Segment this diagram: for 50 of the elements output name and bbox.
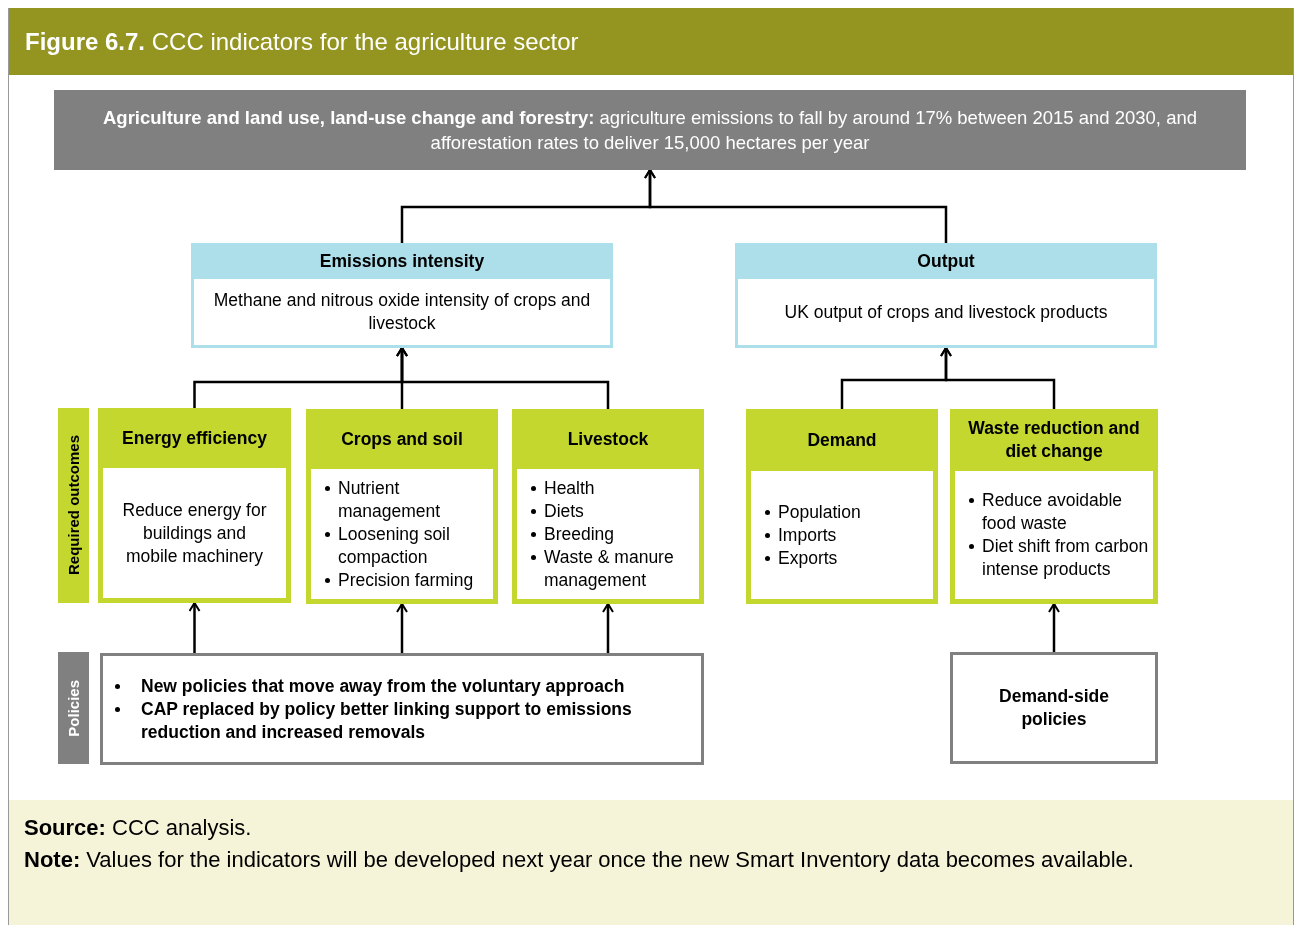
bullet-item: Population: [751, 500, 933, 524]
card-heading: Waste reduction and diet change: [967, 417, 1141, 463]
policy-box: [100, 653, 704, 765]
indicator-card: [191, 243, 613, 348]
band-label: Required outcomes: [65, 435, 82, 576]
arrow: [1048, 603, 1060, 652]
arrow: [602, 603, 614, 653]
card-heading: Emissions intensity: [318, 249, 486, 273]
arrow: [940, 347, 1056, 409]
target-banner: [54, 90, 1246, 170]
band-label: Policies: [65, 679, 82, 737]
indicator-card: [735, 243, 1157, 348]
bullet-item: Precision farming: [311, 568, 493, 592]
indicator-card: [306, 409, 498, 604]
bullet-item: Diet shift from carbon intense products: [955, 535, 1153, 581]
indicator-card: [950, 409, 1158, 604]
bullet-item: CAP replaced by policy better linking support to emissions reduction and increased removals: [103, 697, 701, 744]
arrow: [396, 347, 610, 409]
source-note: Source: CCC analysis.: [24, 814, 253, 842]
card-heading: Demand: [806, 428, 878, 452]
bullet-item: Health: [517, 476, 699, 500]
bullet-item: Reduce avoidable food waste: [955, 489, 1153, 535]
bullet-item: Breeding: [517, 522, 699, 546]
bullet-item: Exports: [751, 546, 933, 570]
card-text: UK output of crops and livestock products: [783, 300, 1109, 324]
figure-title: Figure 6.7. CCC indicators for the agriculture sector: [25, 28, 579, 56]
bullet-item: Nutrient management: [311, 476, 493, 523]
bullet-item: Loosening soil compaction: [311, 522, 493, 569]
card-text: Methane and nitrous oxide intensity of crops and livestock: [212, 289, 592, 335]
indicator-card: [746, 409, 938, 604]
arrow: [644, 169, 948, 243]
card-text: Reduce energy for buildings and mobile machinery: [121, 498, 268, 568]
indicator-card: [512, 409, 704, 604]
card-heading: Livestock: [566, 427, 650, 451]
target-text: Agriculture and land use, land-use change and forestry: agriculture emissions to fall by around 17% between 2015 and 2030, and afforestation rates to deliver 15,000 hectares per year: [101, 106, 1199, 155]
policy-text: Demand-side policies: [998, 685, 1110, 731]
side-band: [58, 408, 89, 603]
bullet-item: Diets: [517, 499, 699, 523]
side-band: [58, 652, 89, 764]
bullet-item: Waste & manure management: [517, 545, 699, 592]
note-text: Note: Values for the indicators will be developed next year once the new Smart Inventory data becomes available.: [24, 846, 1135, 874]
card-heading: Energy efficiency: [121, 426, 268, 450]
bullet-item: Imports: [751, 523, 933, 547]
indicator-card: [98, 408, 291, 603]
policy-box: [950, 652, 1158, 764]
arrow: [188, 602, 201, 653]
card-heading: Output: [916, 249, 976, 273]
card-heading: Crops and soil: [340, 427, 464, 451]
bullet-item: New policies that move away from the voluntary approach: [103, 674, 701, 698]
arrow: [396, 603, 408, 653]
